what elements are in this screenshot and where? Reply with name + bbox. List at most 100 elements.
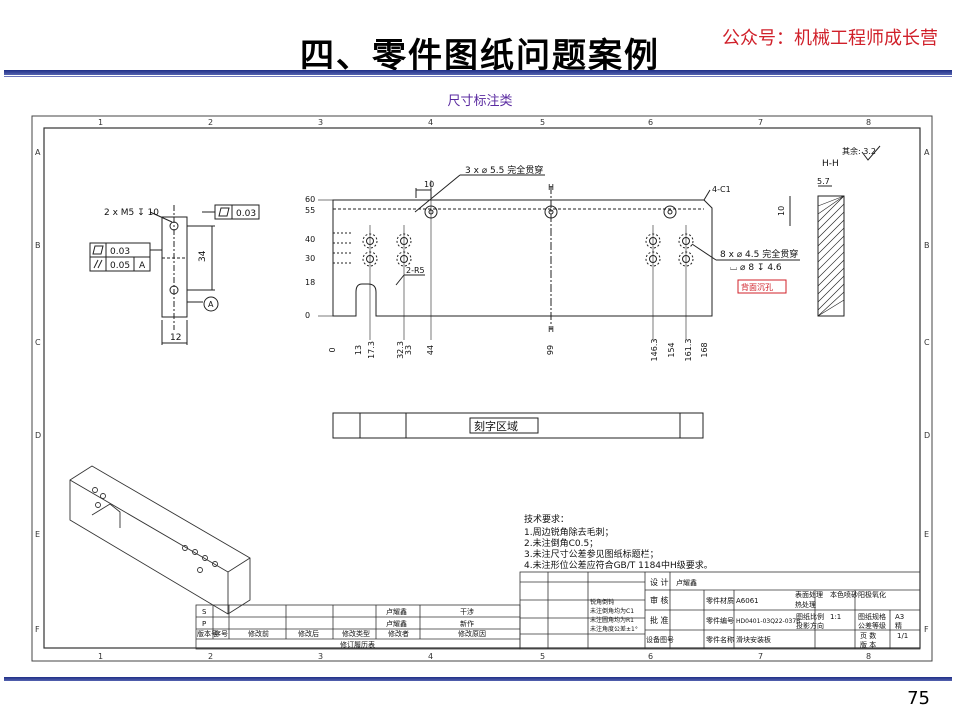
tb-partname-label: 零件名称 [706,635,734,644]
header-divider-thin [4,76,952,77]
tb-scale-label: 图纸比例 [796,612,824,621]
front-y-label: 60 [305,195,315,204]
tb-chamfer-note: 未注角度公差±1° [590,625,638,633]
engrave-strip [332,412,704,439]
tb-scale: 1:1 [830,613,841,621]
front-x-label: 154 [667,342,676,357]
hatch-line [817,299,845,317]
front-chamfer: 4-C1 [712,185,731,194]
tb-material-label: 零件材质 [706,596,734,605]
tb-surface-label: 表面处理 [795,590,823,599]
zone-col-bottom: 1 [98,652,103,661]
tech-req-line: 1.周边锐角除去毛刺； [524,526,614,538]
datum-a-label: A [208,300,214,309]
hatch-line [817,219,845,247]
tech-req-lines: 1.周边锐角除去毛刺；2.未注倒角C0.5；3.未注尺寸公差参见图纸标题栏；4.… [524,526,713,571]
revision-header: 序号 [214,629,228,638]
zone-col-bottom: 5 [540,652,545,661]
tb-surface: 本色喷砂阳极氧化 [830,590,886,599]
revision-header: 修改者 [388,629,409,638]
hatch-line [817,291,845,317]
tb-tol-label: 公差等级 [858,621,886,630]
tb-review: 审 核 [650,595,669,605]
front-y-label: 0 [305,311,310,320]
front-x-label: 0 [328,347,337,352]
side-thread-label: 2 x M5 ↧ 10 [104,208,159,218]
drawing-frame-inner [43,127,921,649]
flatness-value-top: 0.03 [236,209,256,219]
hatch-line [817,259,845,287]
tb-tol: 精 [895,621,902,630]
zone-col-top: 2 [208,118,213,127]
front-view-outline [332,199,713,317]
zone-row-right: E [924,530,929,539]
zone-row-right: F [924,625,929,634]
section-title: H-H [822,159,839,169]
hatch-line [817,195,845,207]
zone-row-right: B [924,241,930,250]
rev-cell3: 卢耀鑫 [386,619,407,628]
zone-col-bottom: 6 [648,652,653,661]
rev-cell4: 新作 [460,619,474,628]
front-x-label: 161.3 [684,339,693,362]
thru-hole-center [667,209,673,215]
page-title: 四、零件图纸问题案例 [300,36,660,76]
red-note-box [737,279,787,294]
side-dim-34: 34 [198,250,208,262]
zone-row-left: B [35,241,41,250]
tech-req-line: 3.未注尺寸公差参见图纸标题栏； [524,548,659,560]
zone-row-right: D [924,431,930,440]
side-dim-12: 12 [170,333,181,343]
drawing-frame-outer [31,115,933,662]
zone-col-top: 8 [866,118,871,127]
front-x-label: 168 [700,342,709,357]
hatch-line [817,227,845,255]
zone-row-right: C [924,338,930,347]
rev-row-s: S [202,608,207,616]
revision-header: 修改后 [298,629,319,638]
front-x-label: 99 [546,345,555,355]
revision-header: 修改类型 [342,629,370,638]
tb-size-label: 图纸规格 [858,612,886,621]
zone-col-top: 4 [428,118,433,127]
tb-page-label: 页 数 [860,631,876,640]
zone-col-top: 1 [98,118,103,127]
front-x-label: 33 [404,345,413,355]
brand-label: 公众号：机械工程师成长营 [722,28,938,49]
hatch-line [817,243,845,271]
rev-cell1: 卢耀鑫 [386,607,407,616]
title-block [519,571,921,650]
tech-req-title: 技术要求： [524,513,569,525]
tb-partno: HD0401-03Q22-037B [736,618,800,625]
rev-row-p: P [202,620,206,628]
revision-header: 修改原因 [458,629,486,638]
gdt2-ref: A [139,261,146,271]
zone-row-right: A [924,148,930,157]
front-x-label: 146.3 [650,339,659,362]
tb-designer: 卢耀鑫 [676,578,697,587]
red-note: 背面沉孔 [741,282,773,292]
tb-design: 设 计 [650,577,669,587]
zone-row-left: F [35,625,40,634]
zone-col-top: 7 [758,118,763,127]
tb-proj-label: 投影方向 [796,621,824,630]
zone-col-bottom: 4 [428,652,433,661]
header-divider [4,70,952,75]
front-hole-note1: 3 x ⌀ 5.5 完全贯穿 [465,164,543,176]
section-mark-top: H [548,183,554,192]
datum-a-circle [203,296,219,312]
front-view [318,174,800,340]
tb-chamfer-note: 锐角倒钝 [590,598,614,606]
hatch-line [817,267,845,295]
side-hole-bottom [169,285,179,295]
front-x-label: 32.3 [396,341,405,359]
section-dim-w: 5.7 [817,177,830,186]
tb-heat-label: 热处理 [795,600,816,609]
revision-block [195,604,521,650]
rev-footer: 修订履历表 [340,640,375,649]
tb-drawing-type: 设备图号 [646,635,674,644]
tb-partno-label: 零件编号 [706,616,734,625]
